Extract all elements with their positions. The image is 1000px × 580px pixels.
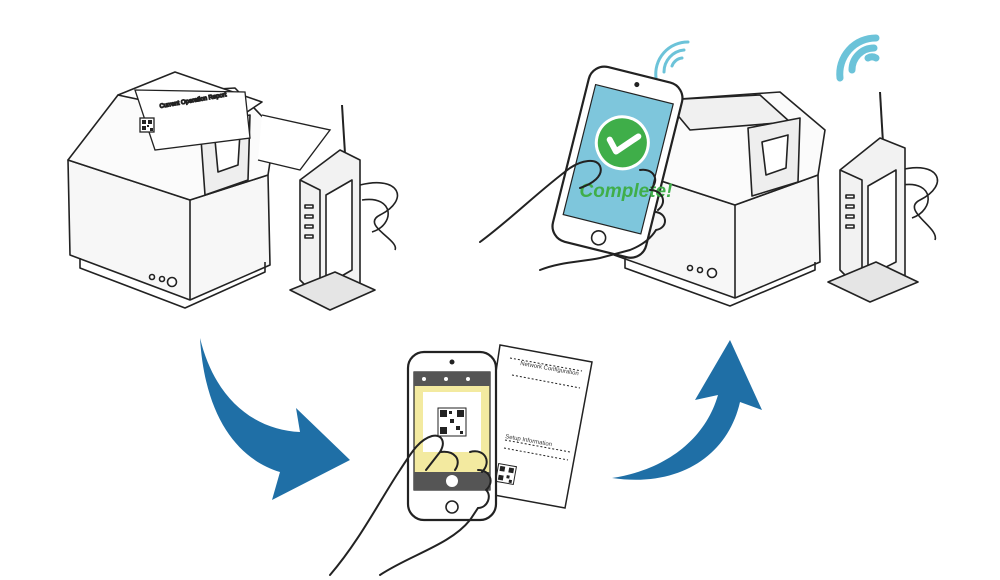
qr-code-icon <box>437 407 467 437</box>
receipt-left: Current Operation Report <box>134 89 251 151</box>
router-right <box>827 91 939 303</box>
check-circle-icon <box>594 115 650 171</box>
smartphone-scanning <box>406 350 498 522</box>
hand-center <box>329 434 492 576</box>
router-left <box>289 104 399 311</box>
smartphone-complete: Complete! <box>551 65 684 259</box>
curved-arrow-icon <box>200 338 350 500</box>
paper-tail <box>257 114 332 171</box>
wifi-signal-icon <box>654 40 690 80</box>
hand-right <box>479 160 666 271</box>
curved-arrow-icon <box>612 340 762 480</box>
wifi-signal-icon <box>836 34 880 82</box>
complete-label: Complete! <box>580 181 673 202</box>
check-icon <box>606 133 642 155</box>
